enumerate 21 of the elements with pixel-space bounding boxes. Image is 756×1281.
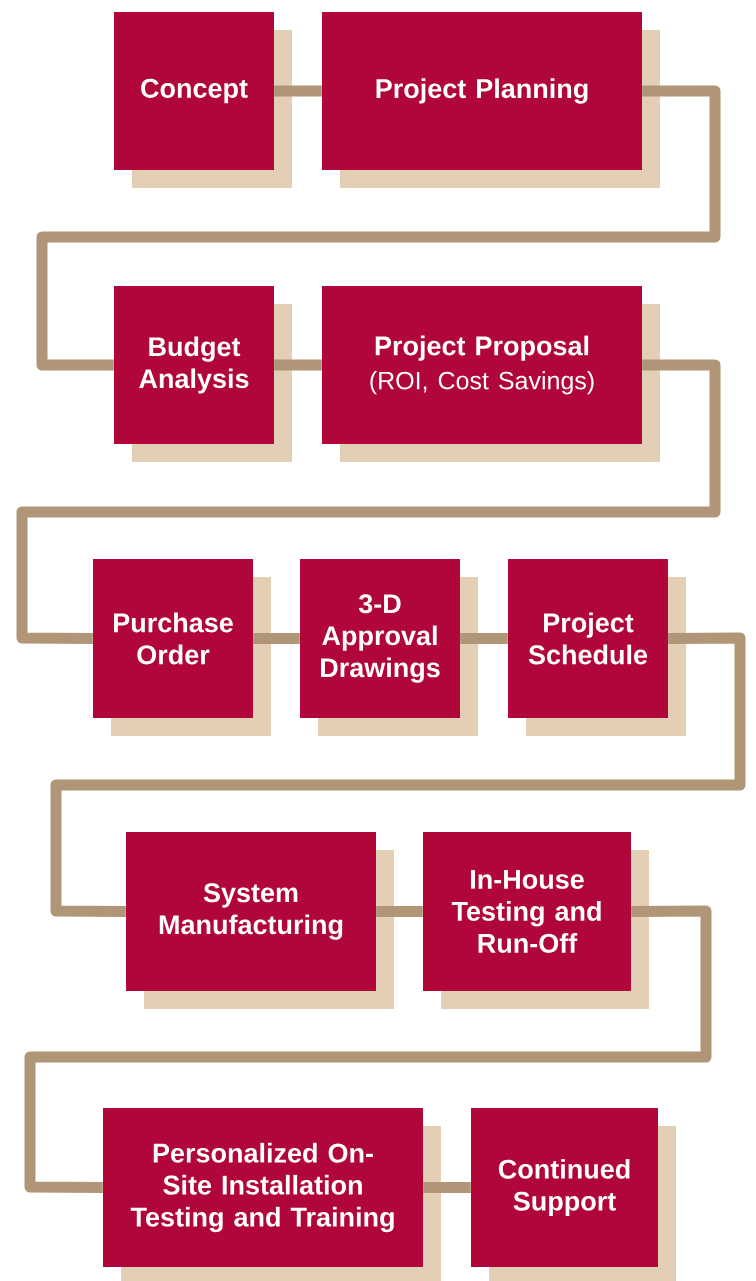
process-box: Concept <box>114 12 292 188</box>
connector <box>50 632 746 917</box>
process-box: Project Schedule <box>508 559 686 736</box>
process-box: Project Planning <box>322 12 660 188</box>
connector <box>24 905 712 1193</box>
process-box: Purchase Order <box>93 559 271 736</box>
connector <box>274 359 322 371</box>
connector <box>274 85 322 97</box>
process-box: Continued Support <box>471 1108 676 1281</box>
connector <box>36 85 721 371</box>
process-box: System Manufacturing <box>126 832 394 1009</box>
connector <box>376 906 423 917</box>
process-box: Personalized On-Site Installation Testing and Training <box>103 1108 441 1281</box>
connector <box>16 359 721 644</box>
connector <box>253 633 300 644</box>
connector <box>460 633 508 644</box>
process-box: Budget Analysis <box>114 286 292 462</box>
process-box: Project Proposal (ROI, Cost Savings) <box>322 286 660 462</box>
process-box: 3-D Approval Drawings <box>300 559 478 736</box>
process-box: In-House Testing and Run-Off <box>423 832 649 1009</box>
connector <box>423 1182 471 1193</box>
